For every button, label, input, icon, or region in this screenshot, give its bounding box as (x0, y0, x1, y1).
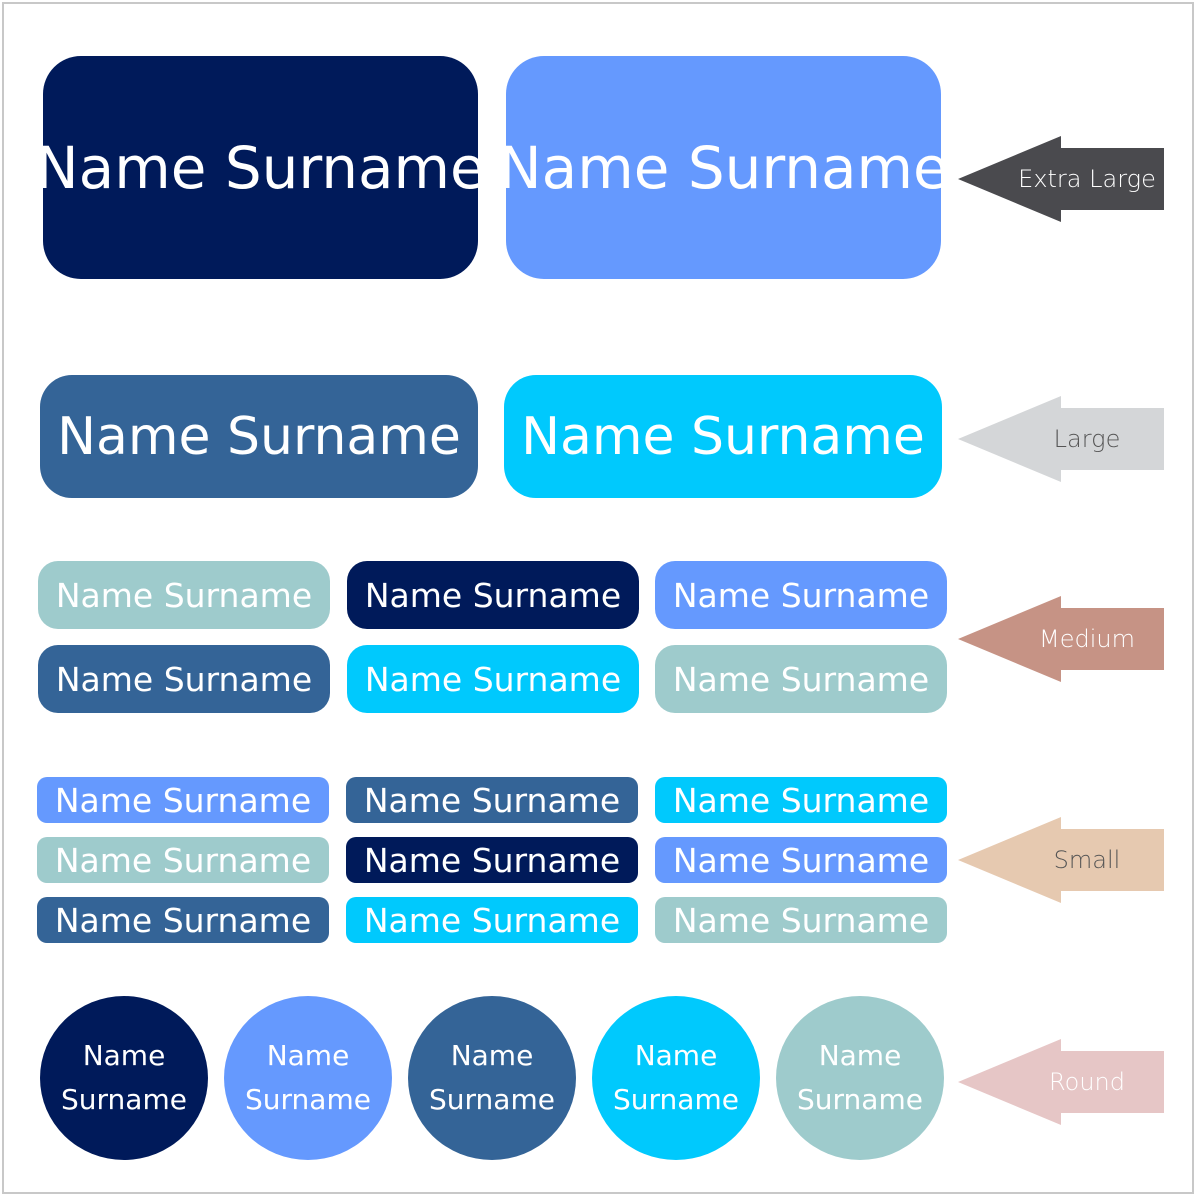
extra-large-label-cornflower: Name Surname (498, 56, 949, 279)
round-label-line1: Name (82, 1039, 166, 1072)
round-label-line2: Surname (245, 1083, 371, 1116)
medium-label: Name Surname (655, 561, 947, 629)
small-arrow: Small (958, 817, 1164, 903)
arrow-left-icon (958, 817, 1164, 903)
round-label-line2: Surname (613, 1083, 739, 1116)
arrow-left-icon (958, 1039, 1164, 1125)
round-label-line2: Surname (61, 1083, 187, 1116)
arrow-label: Extra Large (1018, 165, 1156, 193)
round-label-navy: Name Surname (40, 996, 208, 1160)
arrow-left-icon (958, 596, 1164, 682)
small-label: Name Surname (346, 777, 638, 823)
round-arrow: Round (958, 1039, 1164, 1125)
small-label: Name Surname (655, 777, 947, 823)
large-label-steel: Name Surname (40, 375, 478, 498)
arrow-label: Round (1049, 1068, 1125, 1096)
extra-large-arrow: Extra Large (958, 136, 1164, 222)
large-arrow: Large (958, 396, 1164, 482)
extra-large-label-navy: Name Surname (35, 56, 486, 279)
round-label-line2: Surname (429, 1083, 555, 1116)
small-label: Name Surname (37, 837, 329, 883)
small-label: Name Surname (37, 777, 329, 823)
round-label-line1: Name (818, 1039, 902, 1072)
medium-label: Name Surname (655, 645, 947, 713)
round-label-line1: Name (634, 1039, 718, 1072)
arrow-left-icon (958, 396, 1164, 482)
large-label-cyan: Name Surname (504, 375, 942, 498)
round-label-cyan: Name Surname (592, 996, 760, 1160)
round-label-cornflower: Name Surname (224, 996, 392, 1160)
round-label-line1: Name (266, 1039, 350, 1072)
small-label: Name Surname (655, 837, 947, 883)
arrow-label: Medium (1039, 625, 1135, 653)
round-label-seafoam: Name Surname (776, 996, 944, 1160)
small-label: Name Surname (346, 897, 638, 943)
round-label-steel: Name Surname (408, 996, 576, 1160)
medium-arrow: Medium (958, 596, 1164, 682)
arrow-left-icon (958, 136, 1164, 222)
medium-label: Name Surname (38, 561, 330, 629)
arrow-label: Large (1053, 425, 1121, 453)
small-label: Name Surname (655, 897, 947, 943)
arrow-label: Small (1053, 846, 1121, 874)
small-label: Name Surname (37, 897, 329, 943)
medium-label: Name Surname (347, 645, 639, 713)
medium-label: Name Surname (347, 561, 639, 629)
small-label: Name Surname (346, 837, 638, 883)
round-label-line2: Surname (797, 1083, 923, 1116)
round-label-line1: Name (450, 1039, 534, 1072)
medium-label: Name Surname (38, 645, 330, 713)
